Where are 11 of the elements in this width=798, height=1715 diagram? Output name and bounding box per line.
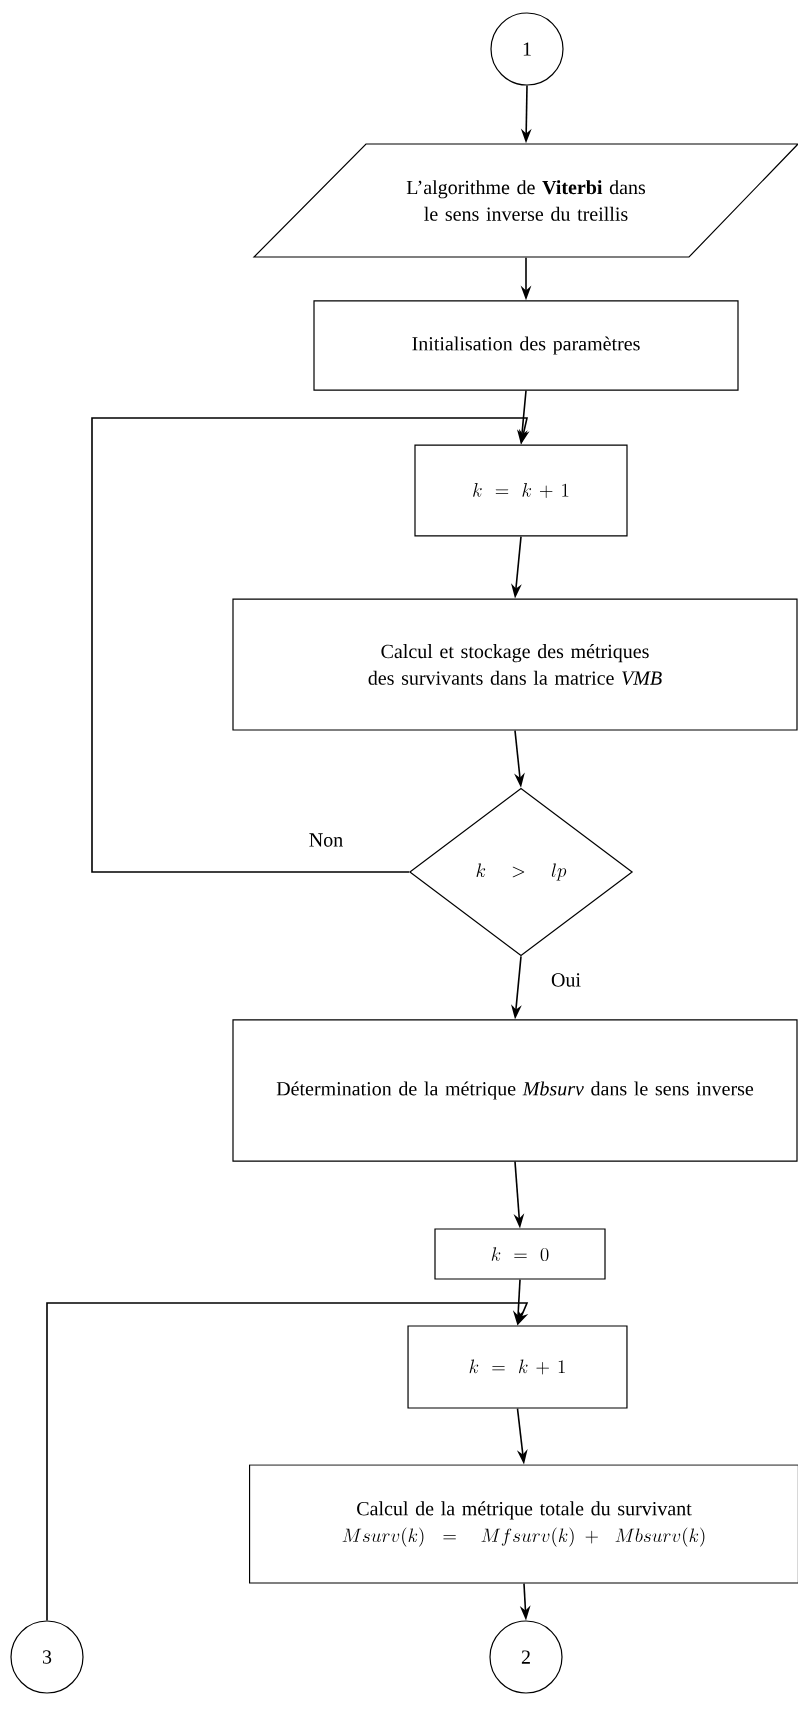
process-box: Détermination de la métrique Mbsurv dans le sens inverse [232,1019,798,1162]
process-box: $k = k + 1$ [414,444,628,537]
edge-label: Oui [549,971,583,989]
process-box: $k = 0$ [434,1228,606,1280]
arrow [46,1302,529,1622]
process-box: $k = k + 1$ [407,1325,628,1409]
edge-label: Non [307,832,345,848]
arrow [91,417,530,873]
process-box: Calcul de la métrique totale du survivant $Msurv(k) = \ Mfsurv(k) + \ Mbsurv(k)$ [248,1464,798,1584]
process-box: Calcul et stockage des métriques des survivants dans la matrice VMB [232,598,798,731]
process-box: Initialisation des paramètres [313,300,739,391]
